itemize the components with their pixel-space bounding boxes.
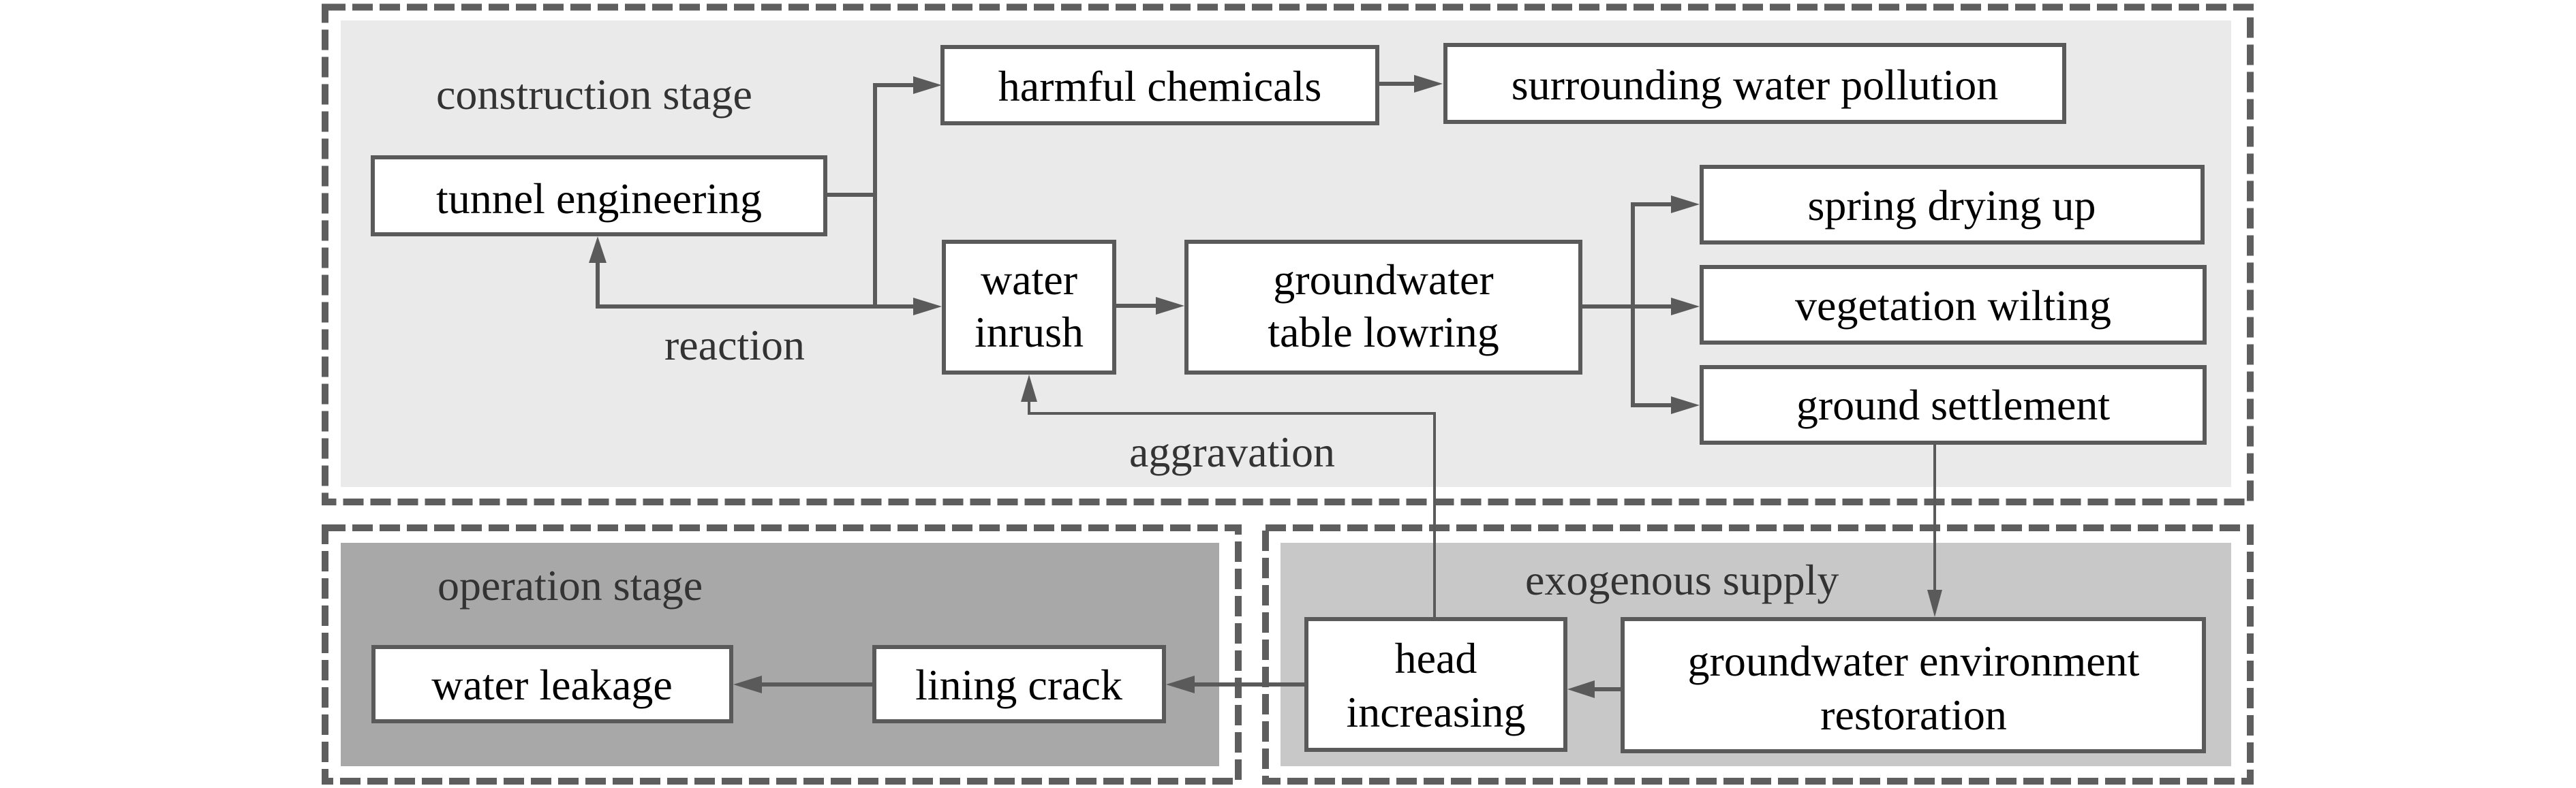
- node-tunnel-engineering: tunnel engineering: [371, 155, 827, 236]
- node-label-line-2: inrush: [975, 308, 1084, 356]
- node-label: lining crack: [915, 661, 1122, 709]
- edge-label-reaction: reaction: [664, 321, 805, 369]
- arrowhead-spring-drying-up: [1671, 195, 1700, 213]
- arrowhead-water-leakage: [733, 676, 762, 693]
- arrowhead-head-increasing: [1567, 680, 1595, 698]
- arrowhead-water-inrush-left: [913, 298, 942, 315]
- arrowhead-lining-crack: [1166, 676, 1195, 693]
- node-label-line-2: increasing: [1347, 688, 1526, 736]
- node-head-increasing: head increasing: [1304, 617, 1567, 752]
- operation-stage-label: operation stage: [438, 561, 703, 610]
- arrowhead-tunnel-engineering: [589, 236, 607, 263]
- node-groundwater-table-lowering: groundwater table lowring: [1184, 240, 1582, 375]
- node-label-line-1: head: [1395, 634, 1477, 682]
- node-label: ground settlement: [1796, 381, 2111, 429]
- node-label: surrounding water pollution: [1512, 61, 1999, 109]
- node-label-line-1: water: [981, 255, 1077, 304]
- node-groundwater-environment-restoration: groundwater environment restoration: [1621, 617, 2206, 753]
- arrowhead-water-inrush-bottom: [1021, 375, 1037, 402]
- exogenous-supply-frame: [1262, 524, 2254, 785]
- node-label: spring drying up: [1807, 181, 2096, 230]
- construction-stage-label: construction stage: [436, 70, 752, 119]
- arrowhead-surrounding-water-pollution: [1414, 75, 1443, 93]
- node-vegetation-wilting: vegetation wilting: [1700, 265, 2207, 345]
- arrowhead-harmful-chemicals: [913, 76, 942, 94]
- arrowhead-ground-settlement: [1671, 396, 1700, 414]
- node-water-inrush: water inrush: [942, 240, 1116, 375]
- node-label-line-1: groundwater environment: [1688, 637, 2140, 685]
- connectors: [589, 75, 1942, 698]
- node-lining-crack: lining crack: [872, 645, 1166, 723]
- arrowhead-vegetation-wilting: [1671, 298, 1700, 315]
- edge-label-aggravation: aggravation: [1129, 428, 1335, 476]
- node-harmful-chemicals: harmful chemicals: [940, 45, 1379, 125]
- edge-reaction-loop: [596, 262, 917, 309]
- node-label-line-2: restoration: [1820, 691, 2007, 739]
- node-label: tunnel engineering: [436, 174, 762, 223]
- node-label: vegetation wilting: [1795, 281, 2111, 330]
- node-label: harmful chemicals: [998, 62, 1321, 110]
- construction-stage-frame: [322, 3, 2254, 505]
- node-water-leakage: water leakage: [371, 645, 733, 723]
- edge-aggravation: [1028, 400, 1436, 617]
- node-label: water leakage: [431, 661, 673, 709]
- node-spring-drying-up: spring drying up: [1700, 165, 2205, 245]
- arrowhead-groundwater-restoration: [1927, 590, 1942, 617]
- exogenous-supply-label: exogenous supply: [1525, 556, 1839, 604]
- node-surrounding-water-pollution: surrounding water pollution: [1443, 43, 2066, 124]
- node-label-line-1: groundwater: [1273, 255, 1493, 304]
- node-ground-settlement: ground settlement: [1700, 365, 2207, 445]
- arrowhead-groundwater-table: [1156, 297, 1184, 315]
- operation-stage-frame: [322, 524, 1242, 785]
- node-label-line-2: table lowring: [1268, 308, 1499, 356]
